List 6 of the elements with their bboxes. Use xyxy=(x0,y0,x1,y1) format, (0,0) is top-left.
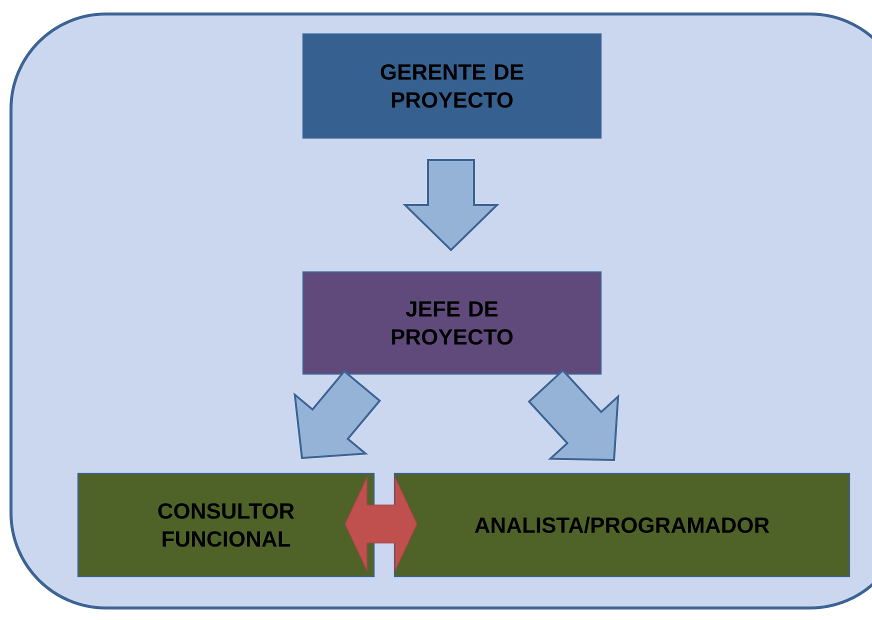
role-box: ANALISTA/PROGRAMADOR xyxy=(394,472,850,578)
role-box: JEFE DE PROYECTO xyxy=(302,271,602,375)
block-arrow xyxy=(344,475,418,573)
role-box: CONSULTOR FUNCIONAL xyxy=(77,472,375,578)
block-arrow xyxy=(402,159,500,252)
role-box: GERENTE DE PROYECTO xyxy=(302,33,602,139)
